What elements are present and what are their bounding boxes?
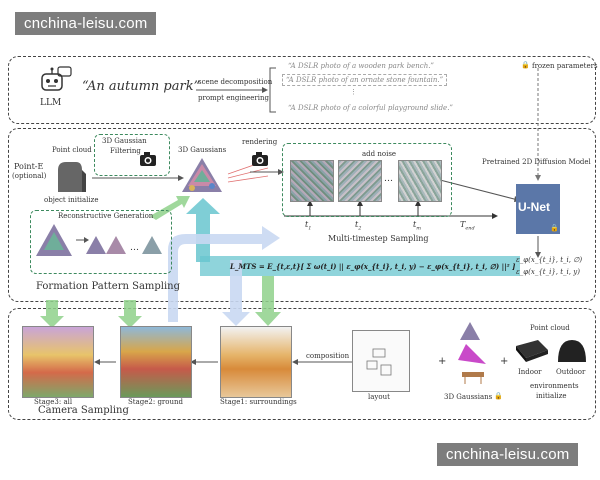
add-noise-label: add noise	[362, 150, 397, 158]
loss-formula: L_MTS = E_{t,ε,t}[ Σ ω(t_i) || ε_φ(x_{t_…	[230, 262, 516, 271]
bottom-point-cloud-label: Point cloud	[530, 324, 570, 332]
watermark-top: cnchina-leisu.com	[15, 12, 157, 35]
unet-label: U-Net	[518, 200, 550, 214]
lock-icon: 🔒	[521, 61, 530, 69]
images-ellipsis: …	[384, 174, 393, 184]
sub-prompt-1: “A DSLR photo of a wooden park bench.”	[288, 62, 435, 70]
composition-label: composition	[306, 352, 350, 360]
gaussians-label: 3D Gaussians	[178, 146, 227, 154]
green-down-arrow-3	[118, 300, 142, 328]
outdoor-label: Outdoor	[556, 368, 586, 376]
timestep-tm: tm	[413, 220, 421, 232]
gaussian-objects	[458, 322, 486, 384]
eps-output-y: ε_φ(x_{t_i}, t_i, y)	[516, 268, 580, 276]
camera-icon	[140, 152, 156, 166]
svg-text:…: …	[130, 243, 139, 253]
gaussian-filter-label-1: 3D Gaussian	[102, 137, 147, 145]
sub-prompt-ellipsis: ⋮	[350, 88, 357, 96]
scene-decomposition-label: scene decomposition	[198, 78, 273, 86]
timestep-t1: t1	[305, 220, 312, 232]
noisy-image-tm	[398, 160, 442, 202]
point-cloud-label: Point cloud	[52, 146, 92, 154]
timestep-tend: Tend	[460, 220, 475, 232]
render-camera-icon	[252, 152, 268, 166]
training-panel	[8, 128, 596, 302]
bottom-gaussians-label: 3D Gaussians	[444, 393, 493, 401]
blue-down-arrow	[222, 260, 250, 326]
gaussians-lock-icon: 🔒	[494, 392, 503, 400]
pointe-label: Point-E	[14, 162, 44, 171]
noisy-image-t2	[338, 160, 382, 202]
eps-output-null: ε_φ(x_{t_i}, t_i, ∅)	[516, 256, 583, 264]
unet-lock-icon: 🔒	[550, 224, 559, 232]
teal-up-arrow	[186, 198, 220, 262]
reconstructive-box	[30, 210, 172, 274]
stage2-image	[120, 326, 192, 398]
sub-prompt-2: “A DSLR photo of an ornate stone fountai…	[282, 74, 448, 86]
green-down-arrow-1	[255, 276, 281, 326]
camera-sampling-label: Camera Sampling	[38, 405, 129, 416]
formation-pattern-label: Formation Pattern Sampling	[36, 281, 181, 292]
llm-robot-icon	[41, 66, 72, 91]
stage1-label: Stage1: surroundings	[220, 398, 297, 406]
multi-timestep-label: Multi-timestep Sampling	[328, 234, 429, 243]
llm-label: LLM	[40, 98, 62, 108]
unet-block	[516, 184, 560, 234]
pointe-sub-label: (optional)	[12, 172, 47, 180]
gaussian-fountain	[182, 158, 222, 192]
stage3-label: Stage3: all	[34, 398, 73, 406]
sub-prompt-3: “A DSLR photo of a colorful playground s…	[288, 104, 453, 112]
stage2-label: Stage2: ground	[128, 398, 183, 406]
object-initialize-label: object initialize	[44, 196, 99, 204]
stage3-image	[22, 326, 94, 398]
indoor-cloud	[516, 340, 548, 362]
prompt-engineering-label: prompt engineering	[198, 94, 269, 102]
green-diag-arrow	[150, 196, 190, 220]
plus-2: +	[500, 356, 509, 367]
environments-label: environments	[530, 382, 579, 390]
noise-images-box	[282, 143, 452, 217]
gaussian-filter-label-2: Filtering	[110, 147, 141, 155]
timestep-t2: t2	[355, 220, 362, 232]
layout-label: layout	[368, 393, 390, 401]
reconstructive-label: Reconstructive Generation	[58, 212, 154, 220]
frozen-label: frozen parameters	[532, 62, 598, 70]
blue-curved-arrow	[168, 226, 280, 322]
pretrained-model-label: Pretrained 2D Diffusion Model	[482, 158, 591, 166]
llm-panel	[8, 56, 596, 124]
outdoor-cloud	[558, 340, 586, 362]
plus-1: +	[438, 356, 447, 367]
prompt-bracket	[269, 67, 276, 113]
reconstructive-objects: …	[36, 224, 162, 256]
gaussian-filter-box	[94, 134, 170, 176]
green-down-arrow-2	[40, 300, 64, 328]
watermark-bottom: cnchina-leisu.com	[437, 443, 579, 466]
stage1-image	[220, 326, 292, 398]
rendering-label: rendering	[242, 138, 278, 146]
noisy-image-t1	[290, 160, 334, 202]
environments-init-label: initialize	[536, 392, 567, 400]
layout-image	[352, 330, 410, 392]
prompt-text: “An autumn park”	[82, 79, 201, 94]
loss-band	[200, 256, 520, 276]
point-cloud-object	[58, 162, 86, 192]
indoor-label: Indoor	[518, 368, 542, 376]
camera-panel	[8, 308, 596, 420]
